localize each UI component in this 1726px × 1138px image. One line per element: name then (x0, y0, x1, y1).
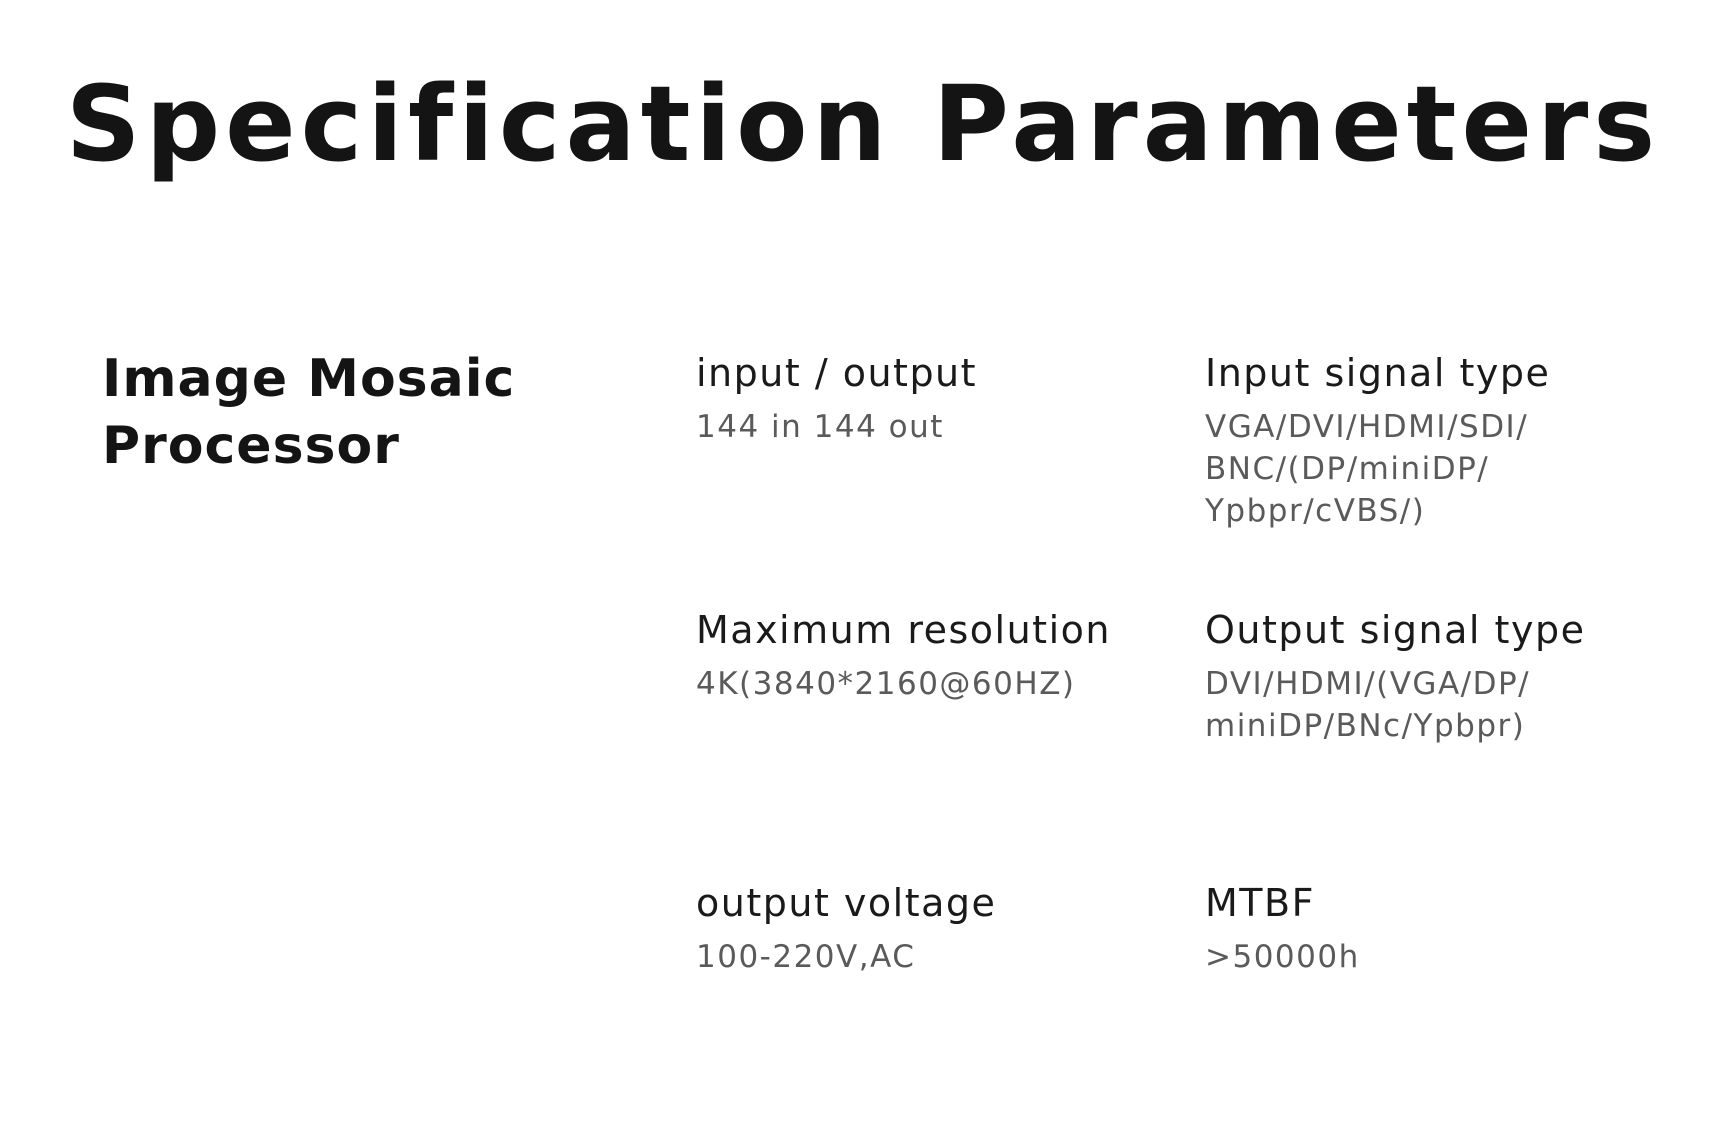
spec-label: Input signal type (1205, 351, 1551, 395)
spec-label: Maximum resolution (696, 608, 1111, 652)
spec-label: MTBF (1205, 881, 1315, 925)
spec-value: 144 in 144 out (696, 409, 944, 445)
spec-label: input / output (696, 351, 978, 395)
spec-value: >50000h (1205, 939, 1360, 975)
spec-output-signal-type: Output signal type DVI/HDMI/(VGA/DP/ min… (1205, 607, 1725, 747)
product-name-line-2: Processor (102, 416, 400, 476)
spec-input-signal-type: Input signal type VGA/DVI/HDMI/SDI/ BNC/… (1205, 350, 1725, 532)
spec-value: 4K(3840*2160@60HZ) (696, 666, 1076, 702)
product-name-line-1: Image Mosaic (102, 349, 516, 409)
spec-value: DVI/HDMI/(VGA/DP/ miniDP/BNc/Ypbpr) (1205, 666, 1531, 744)
spec-mtbf: MTBF >50000h (1205, 880, 1725, 978)
spec-value: 100-220V,AC (696, 939, 916, 975)
spec-value: VGA/DVI/HDMI/SDI/ BNC/(DP/miniDP/ Ypbpr/… (1205, 409, 1529, 529)
spec-output-voltage: output voltage 100-220V,AC (696, 880, 1216, 978)
spec-maximum-resolution: Maximum resolution 4K(3840*2160@60HZ) (696, 607, 1216, 705)
spec-input-output: input / output 144 in 144 out (696, 350, 1216, 448)
spec-label: Output signal type (1205, 608, 1586, 652)
spec-label: output voltage (696, 881, 997, 925)
page-title: Specification Parameters (65, 63, 1661, 185)
product-name: Image Mosaic Processor (102, 346, 622, 480)
